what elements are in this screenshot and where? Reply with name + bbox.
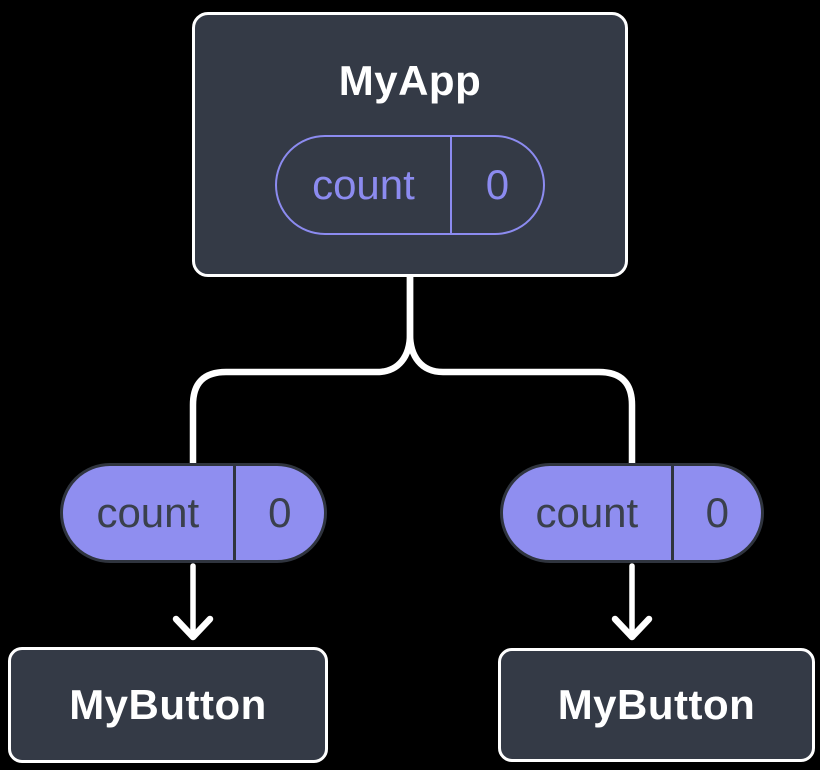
arrow-left-head-icon	[172, 615, 214, 641]
node-myapp: MyApp count 0	[192, 12, 628, 277]
prop-pill-right-value: 0	[670, 466, 761, 560]
node-mybutton-right-label: MyButton	[557, 681, 756, 728]
branch-right-line	[406, 273, 636, 471]
branch-left-line	[189, 273, 414, 471]
prop-pill-left-value: 0	[232, 466, 324, 560]
node-myapp-label: MyApp	[338, 56, 482, 104]
node-mybutton-left: MyButton	[8, 647, 328, 763]
state-pill-root-name: count	[312, 160, 415, 208]
prop-pill-left: count 0	[60, 463, 327, 563]
prop-pill-right: count 0	[500, 463, 764, 563]
node-mybutton-left-label: MyButton	[69, 681, 267, 728]
prop-pill-right-name: count	[535, 489, 639, 536]
prop-pill-left-name: count	[96, 489, 200, 536]
node-mybutton-right: MyButton	[498, 648, 815, 762]
state-pill-root: count 0	[275, 134, 545, 235]
arrow-right-head-icon	[611, 615, 653, 641]
state-pill-root-value: 0	[449, 136, 543, 233]
